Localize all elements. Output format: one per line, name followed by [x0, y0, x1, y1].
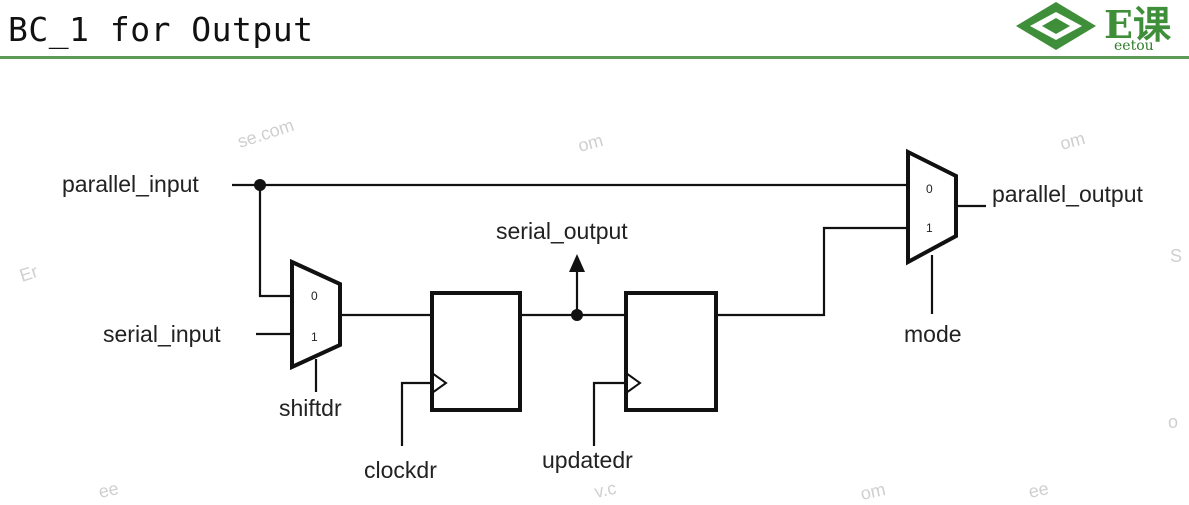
wires: [232, 183, 986, 446]
output-mux-input-0-label: 0: [926, 182, 933, 196]
watermark-fragment: S: [1170, 246, 1182, 266]
output-mux-input-1-label: 1: [926, 221, 933, 235]
wire-parallel-to-shift-mux: [258, 185, 292, 298]
clock-triangle-icon: [431, 372, 448, 394]
eetou-logo: [1016, 2, 1096, 50]
capture-flip-flop: [430, 291, 522, 412]
slide-title: BC_1 for Output: [8, 10, 314, 49]
watermark-fragment: Er: [17, 261, 40, 286]
label-mode: mode: [904, 321, 962, 347]
logo-diamond-icon: [1016, 2, 1096, 50]
watermark-fragment: om: [859, 479, 888, 504]
shift-mux-input-0-label: 0: [311, 289, 318, 303]
watermark-fragment: ee: [1027, 478, 1051, 502]
shift-multiplexer: 0 1: [290, 258, 342, 371]
clock-triangle-icon: [625, 372, 642, 394]
logo-subtext: eetou: [1114, 38, 1154, 54]
junction-serial-output: [571, 309, 583, 321]
output-multiplexer: 0 1: [906, 148, 958, 266]
wire-clockdr: [400, 381, 432, 446]
title-underline: [0, 56, 1189, 59]
watermark-fragment: se.com: [235, 115, 296, 152]
wire-updatedr: [592, 381, 626, 446]
update-flip-flop: [624, 291, 718, 412]
watermark-fragment: o: [1168, 412, 1178, 432]
watermark-fragment: v.c: [593, 478, 618, 502]
label-parallel-output: parallel_output: [992, 181, 1144, 207]
watermark-fragment: ee: [97, 478, 121, 502]
label-shiftdr: shiftdr: [279, 395, 342, 421]
junction-parallel-input: [254, 179, 266, 191]
wire-update-to-output-mux: [716, 226, 908, 317]
shift-mux-input-1-label: 1: [311, 330, 318, 344]
label-parallel-input: parallel_input: [62, 171, 199, 197]
logo-text: E课: [1104, 2, 1171, 47]
watermark-fragment: om: [576, 130, 605, 156]
label-updatedr: updatedr: [542, 447, 633, 473]
serial-output-arrow-icon: [569, 254, 585, 272]
label-serial-output: serial_output: [496, 218, 628, 244]
label-serial-input: serial_input: [103, 321, 221, 347]
watermark-fragment: om: [1058, 128, 1087, 154]
label-clockdr: clockdr: [364, 457, 437, 483]
